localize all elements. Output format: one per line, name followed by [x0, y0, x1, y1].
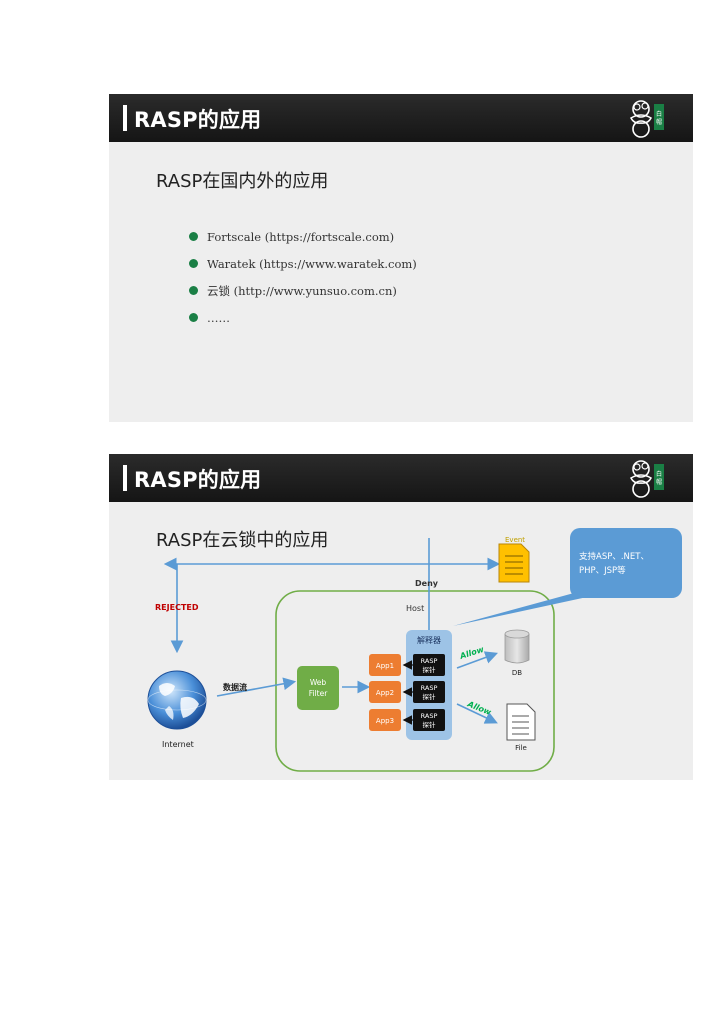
- event-document-icon: [499, 544, 529, 582]
- list-item: Waratek (https://www.waratek.com): [189, 255, 417, 282]
- bullet-dot: [189, 286, 198, 295]
- slide-subtitle: RASP在国内外的应用: [156, 167, 328, 193]
- bullet-text: Fortscale (https://fortscale.com): [207, 230, 394, 244]
- globe-icon: [148, 671, 206, 729]
- rasp-probe: RASP 探针: [413, 681, 445, 703]
- web-filter-line2: Filter: [309, 689, 328, 698]
- rasp-probe: RASP 探针: [413, 654, 445, 676]
- bullet-text: ……: [207, 311, 230, 325]
- svg-text:探针: 探针: [423, 720, 437, 729]
- rasp-probe: RASP 探针: [413, 709, 445, 731]
- svg-text:RASP: RASP: [421, 657, 438, 665]
- bullet-dot: [189, 313, 198, 322]
- svg-text:帽: 帽: [656, 118, 662, 126]
- rasp-architecture-diagram: Host Deny REJECTED Event 支持ASP、.NET、 PHP…: [109, 454, 693, 780]
- deny-label: Deny: [415, 579, 439, 588]
- logo-icon: 白 帽: [626, 96, 670, 140]
- bullet-list: Fortscale (https://fortscale.com) Warate…: [189, 228, 417, 336]
- database-icon: [505, 630, 529, 663]
- slide-header: RASP的应用 白 帽: [109, 94, 693, 142]
- callout-line1: 支持ASP、.NET、: [579, 551, 649, 562]
- slide-rasp-applications-overview: RASP的应用 白 帽 RASP在国内外的应用 Fortscale (https…: [109, 94, 693, 422]
- svg-text:白: 白: [656, 110, 662, 118]
- interpreter-label: 解释器: [417, 635, 441, 645]
- language-support-callout: 支持ASP、.NET、 PHP、JSP等: [453, 528, 682, 626]
- callout-line2: PHP、JSP等: [579, 565, 626, 576]
- app-box: App1: [369, 654, 401, 676]
- slide-rasp-in-yunsuo: RASP的应用 白 帽 RASP在云锁中的应用: [109, 454, 693, 780]
- svg-text:App1: App1: [376, 662, 394, 670]
- db-label: DB: [512, 669, 522, 677]
- list-item: Fortscale (https://fortscale.com): [189, 228, 417, 255]
- rejected-label: REJECTED: [155, 603, 199, 612]
- svg-text:App3: App3: [376, 717, 394, 725]
- internet-label: Internet: [162, 740, 194, 749]
- file-label: File: [515, 744, 527, 752]
- event-label: Event: [505, 536, 525, 544]
- data-flow-label: 数据流: [223, 682, 247, 692]
- list-item: 云锁 (http://www.yunsuo.com.cn): [189, 282, 417, 309]
- app-box: App3: [369, 709, 401, 731]
- svg-text:RASP: RASP: [421, 684, 438, 692]
- bullet-text: Waratek (https://www.waratek.com): [207, 257, 417, 271]
- host-label: Host: [406, 604, 424, 613]
- slide-title: RASP的应用: [134, 104, 261, 134]
- web-filter-box: Web Filter: [297, 666, 339, 710]
- bullet-dot: [189, 232, 198, 241]
- bullet-dot: [189, 259, 198, 268]
- app-box: App2: [369, 681, 401, 703]
- document-icon: [507, 704, 535, 740]
- svg-text:探针: 探针: [423, 665, 437, 674]
- web-filter-line1: Web: [310, 678, 327, 687]
- header-accent-bar: [123, 105, 127, 131]
- list-item: ……: [189, 309, 417, 336]
- svg-text:RASP: RASP: [421, 712, 438, 720]
- bullet-text: 云锁 (http://www.yunsuo.com.cn): [207, 284, 397, 298]
- svg-text:探针: 探针: [423, 692, 437, 701]
- svg-text:App2: App2: [376, 689, 394, 697]
